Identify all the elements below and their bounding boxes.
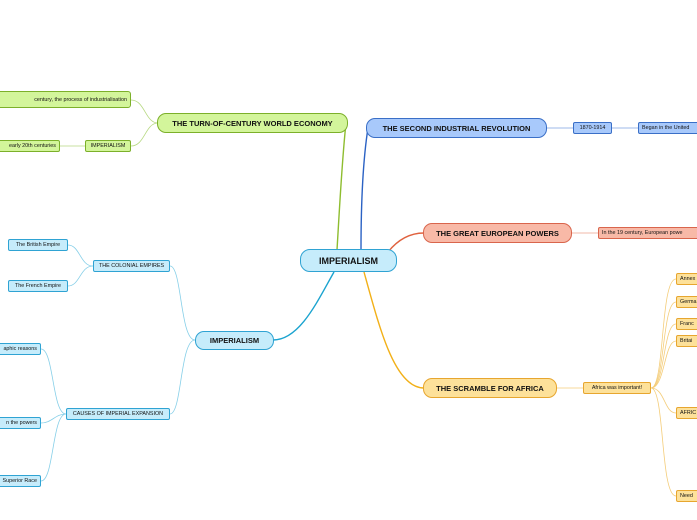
node-began-united[interactable]: Began in the United [638,122,697,134]
connector-africa-annex [650,278,677,389]
branch-second-industrial[interactable]: THE SECOND INDUSTRIAL REVOLUTION [366,118,547,138]
branch-imperialism[interactable]: IMPERIALISM [195,331,274,350]
connector-toc-industrialisation [130,99,159,124]
node-early-20th[interactable]: early 20th centuries [0,140,60,152]
connector-causes-race [40,413,67,482]
node-causes-imperial[interactable]: CAUSES OF IMPERIAL EXPANSION [66,408,170,420]
connector-toc-imperialism [130,122,159,147]
connector-root-scramble [363,271,425,389]
node-british-empire[interactable]: The British Empire [8,239,68,251]
node-annex[interactable]: Annex [676,273,697,285]
connector-africa-britai [650,340,677,389]
node-industrialisation[interactable]: century, the process of industrialisatio… [0,91,131,108]
node-19-century[interactable]: In the 19 century, European powe [598,227,697,239]
connector-root-imperialism [272,271,335,341]
connector-root-second-industrial [360,127,369,251]
node-n-the-powers[interactable]: n the powers [0,417,41,429]
node-germa[interactable]: Germa [676,296,697,308]
connector-root-great-powers [387,232,425,253]
node-britai[interactable]: Britai [676,335,697,347]
node-aphic-reasons[interactable]: aphic reasons [0,343,41,355]
branch-scramble[interactable]: THE SCRAMBLE FOR AFRICA [423,378,557,398]
node-superior-race[interactable]: Superior Race [0,475,41,487]
connector-africa-germa [650,301,677,389]
connector-causes-powers [40,413,67,424]
node-1870-1914[interactable]: 1870-1914 [573,122,612,134]
node-afric[interactable]: AFRIC [676,407,697,419]
root-node[interactable]: IMPERIALISM [300,249,397,272]
branch-turn-of-century[interactable]: THE TURN-OF-CENTURY WORLD ECONOMY [157,113,348,133]
node-toc-imperialism[interactable]: IMPERIALISM [85,140,131,152]
branch-great-powers[interactable]: THE GREAT EUROPEAN POWERS [423,223,572,243]
node-africa-important[interactable]: Africa was important! [583,382,651,394]
connector-imp-colonial [169,265,196,341]
connector-colonial-british [67,244,94,267]
connector-africa-afric [650,387,677,414]
node-colonial-empires[interactable]: THE COLONIAL EMPIRES [93,260,170,272]
node-french-empire[interactable]: The French Empire [8,280,68,292]
connector-imp-causes [169,339,196,415]
node-need[interactable]: Need [676,490,697,502]
connector-africa-need [650,387,677,497]
node-franc[interactable]: Franc [676,318,697,330]
connector-causes-aphic [40,348,67,415]
connector-root-turn-of-century [336,122,347,251]
connector-africa-franc [650,323,677,389]
connector-colonial-french [67,265,94,287]
